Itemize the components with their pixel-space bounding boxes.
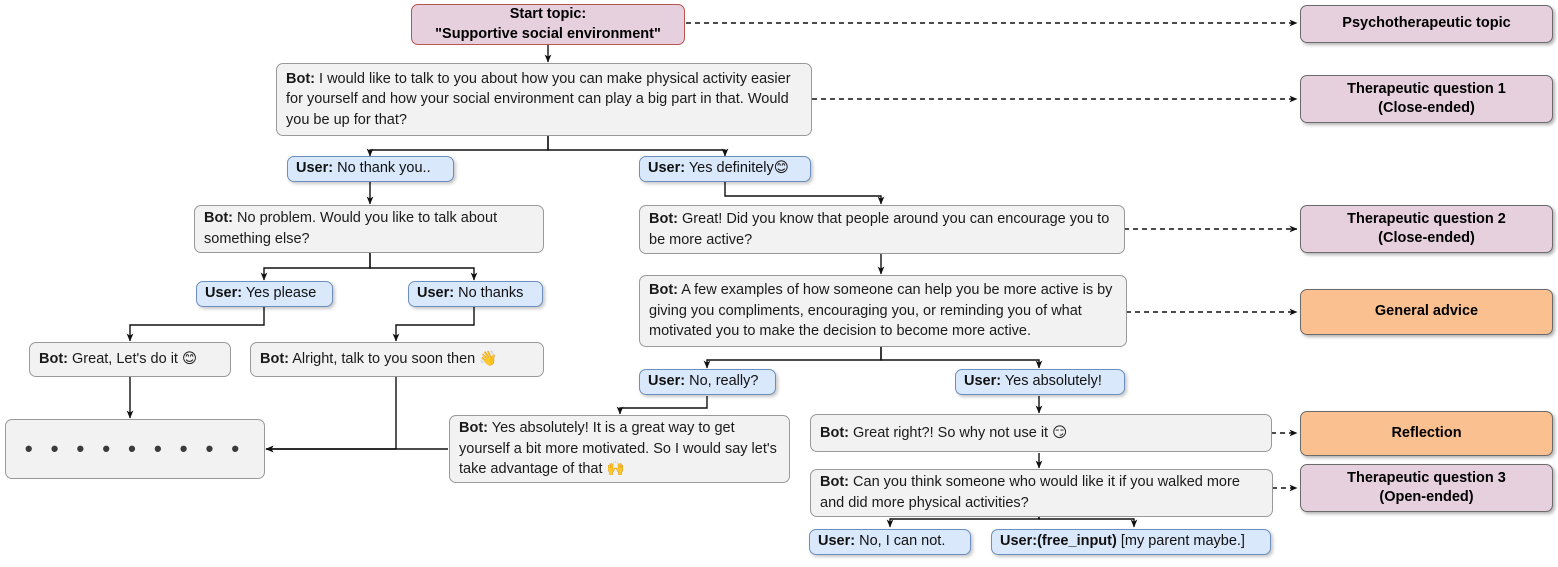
bot-can-you-think-text: Can you think someone who would like it …: [820, 474, 1240, 511]
bot-intro-node[interactable]: Bot: I would like to talk to you about h…: [276, 63, 812, 136]
speaker-label: Bot:: [39, 351, 68, 368]
speaker-label: User:: [648, 373, 686, 390]
annotation-general-advice[interactable]: General advice: [1300, 289, 1553, 335]
bot-yes-absolutely-node[interactable]: Bot: Yes absolutely! It is a great way t…: [449, 415, 790, 483]
user-yes-definitely-node[interactable]: User: Yes definitely😊: [639, 156, 811, 182]
annotation-line2: (Close-ended): [1378, 100, 1475, 116]
user-yes-absolutely-text: Yes absolutely!: [1001, 373, 1102, 390]
user-no-thank-you-node[interactable]: User: No thank you..: [287, 156, 454, 182]
bot-alright-talk-soon-text: Alright, talk to you soon then: [289, 351, 480, 368]
bot-great-lets-do-it-node[interactable]: Bot: Great, Let's do it 😊: [29, 342, 231, 377]
user-no-i-cannot-node[interactable]: User: No, I can not.: [809, 529, 971, 555]
smirking-face-icon: 😏: [1052, 424, 1068, 441]
bot-no-problem-text: No problem. Would you like to talk about…: [204, 210, 498, 247]
speaker-label: Bot:: [649, 210, 678, 227]
annotation-therapeutic-question-3[interactable]: Therapeutic question 3 (Open-ended): [1300, 464, 1553, 512]
bot-great-right-text: Great right?! So why not use it: [849, 424, 1053, 441]
annotation-therapeutic-question-1[interactable]: Therapeutic question 1 (Close-ended): [1300, 75, 1553, 123]
smiling-face-icon: 😊: [773, 160, 789, 177]
user-no-really-text: No, really?: [685, 373, 759, 390]
annotation-therapeutic-question-2[interactable]: Therapeutic question 2 (Close-ended): [1300, 205, 1553, 253]
speaker-label: Bot:: [459, 420, 488, 437]
bot-no-problem-node[interactable]: Bot: No problem. Would you like to talk …: [194, 205, 544, 253]
speaker-label: Bot:: [820, 424, 849, 441]
annotation-reflection[interactable]: Reflection: [1300, 411, 1553, 456]
user-free-input-text: [my parent maybe.]: [1116, 533, 1245, 550]
annotation-line1: Reflection: [1391, 424, 1462, 441]
speaker-label: Bot:: [820, 474, 849, 491]
raising-hands-icon: 🙌: [606, 461, 625, 478]
user-no-thank-you-text: No thank you..: [333, 160, 431, 177]
user-yes-absolutely-node[interactable]: User: Yes absolutely!: [955, 369, 1125, 395]
speaker-label: Bot:: [204, 210, 233, 227]
bot-did-you-know-text: Great! Did you know that people around y…: [649, 210, 1110, 248]
ellipsis-node[interactable]: • • • • • • • • •: [5, 419, 265, 479]
speaker-label: Bot:: [286, 70, 315, 87]
user-no-i-cannot-text: No, I can not.: [855, 533, 946, 550]
speaker-label: User:: [818, 533, 856, 550]
annotation-psychotherapeutic-topic[interactable]: Psychotherapeutic topic: [1300, 5, 1553, 43]
annotation-line2: (Close-ended): [1378, 230, 1475, 246]
speaker-label: Bot:: [260, 351, 289, 368]
user-no-really-node[interactable]: User: No, really?: [639, 369, 776, 395]
speaker-label: User:(free_input): [1000, 533, 1117, 550]
speaker-label: Bot:: [649, 282, 678, 299]
user-no-thanks-node[interactable]: User: No thanks: [408, 281, 543, 307]
start-topic-line2: "Supportive social environment": [435, 25, 661, 42]
ellipsis-text: • • • • • • • • •: [24, 436, 246, 462]
bot-did-you-know-node[interactable]: Bot: Great! Did you know that people aro…: [639, 205, 1125, 254]
bot-few-examples-text: A few examples of how someone can help y…: [649, 282, 1113, 340]
bot-great-right-node[interactable]: Bot: Great right?! So why not use it 😏: [810, 414, 1272, 452]
bot-alright-talk-soon-node[interactable]: Bot: Alright, talk to you soon then 👋: [250, 342, 544, 377]
waving-hand-icon: 👋: [479, 351, 498, 368]
bot-can-you-think-node[interactable]: Bot: Can you think someone who would lik…: [810, 469, 1273, 517]
bot-few-examples-node[interactable]: Bot: A few examples of how someone can h…: [639, 275, 1127, 347]
speaker-label: User:: [205, 285, 243, 302]
start-topic-node[interactable]: Start topic: "Supportive social environm…: [411, 4, 685, 45]
bot-yes-absolutely-text: Yes absolutely! It is a great way to get…: [459, 420, 777, 478]
annotation-line2: (Open-ended): [1379, 489, 1474, 505]
annotation-line1: Therapeutic question 2: [1347, 210, 1506, 227]
annotation-line1: Psychotherapeutic topic: [1342, 15, 1511, 32]
user-free-input-node[interactable]: User:(free_input) [my parent maybe.]: [991, 529, 1271, 555]
speaker-label: User:: [417, 285, 455, 302]
speaker-label: User:: [648, 160, 686, 177]
bot-intro-text: I would like to talk to you about how yo…: [286, 70, 791, 128]
start-topic-line1: Start topic:: [509, 5, 587, 22]
smiling-face-icon: 😊: [182, 351, 198, 368]
bot-great-lets-do-it-text: Great, Let's do it: [68, 351, 182, 368]
user-yes-definitely-text: Yes definitely: [685, 160, 774, 177]
user-no-thanks-text: No thanks: [454, 285, 524, 302]
annotation-line1: Therapeutic question 1: [1347, 80, 1506, 97]
speaker-label: User:: [964, 373, 1002, 390]
annotation-line1: Therapeutic question 3: [1347, 469, 1506, 486]
speaker-label: User:: [296, 160, 334, 177]
user-yes-please-text: Yes please: [242, 285, 317, 302]
user-yes-please-node[interactable]: User: Yes please: [196, 281, 333, 307]
annotation-line1: General advice: [1374, 303, 1479, 320]
